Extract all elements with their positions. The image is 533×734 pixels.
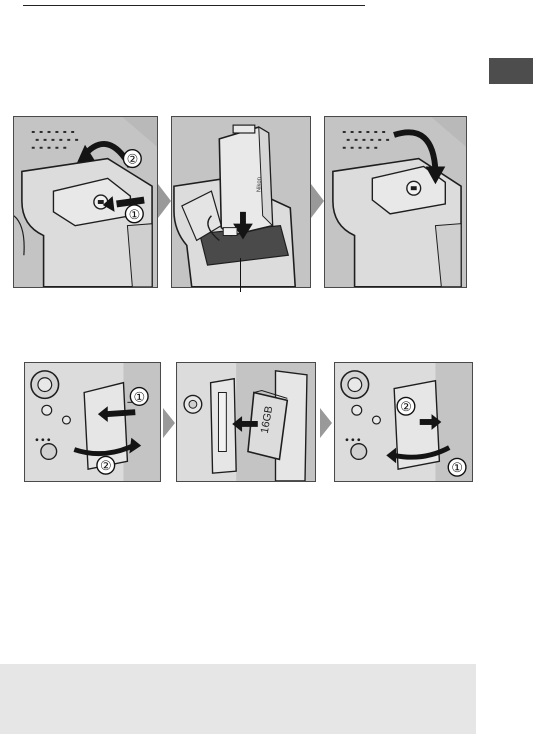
top-rule	[23, 5, 365, 6]
chevron-arrow-icon	[163, 408, 175, 438]
card-open-slot-illustration: ① ②	[25, 363, 160, 481]
chevron-arrow-icon	[158, 184, 171, 218]
chapter-tab	[489, 58, 533, 84]
callout-leader-line	[240, 258, 241, 292]
chevron-arrow-icon	[320, 408, 332, 438]
battery-close-cover-illustration	[325, 117, 466, 287]
card-panel-open-slot: ① ②	[24, 362, 161, 482]
step-1-marker: ①	[133, 389, 144, 404]
card-panel-insert: 16GB	[176, 362, 316, 482]
card-insert-illustration: 16GB	[177, 363, 315, 481]
step-2-marker: ②	[400, 399, 411, 414]
battery-panel-insert: Nikon	[171, 116, 311, 288]
step-1-marker: ①	[451, 460, 462, 475]
note-box	[0, 664, 476, 734]
step-1-marker: ①	[129, 207, 141, 222]
battery-panel-close-cover	[324, 116, 467, 288]
battery-panel-open-cover: ② ①	[13, 116, 158, 288]
battery-open-cover-illustration: ② ①	[14, 117, 157, 287]
card-panel-close-slot: ② ①	[334, 362, 473, 482]
card-close-slot-illustration: ② ①	[335, 363, 472, 481]
chevron-arrow-icon	[311, 184, 324, 218]
battery-brand-label: Nikon	[257, 177, 263, 192]
step-2-marker: ②	[127, 152, 139, 167]
battery-insert-illustration: Nikon	[172, 117, 310, 287]
step-2-marker: ②	[100, 458, 111, 473]
